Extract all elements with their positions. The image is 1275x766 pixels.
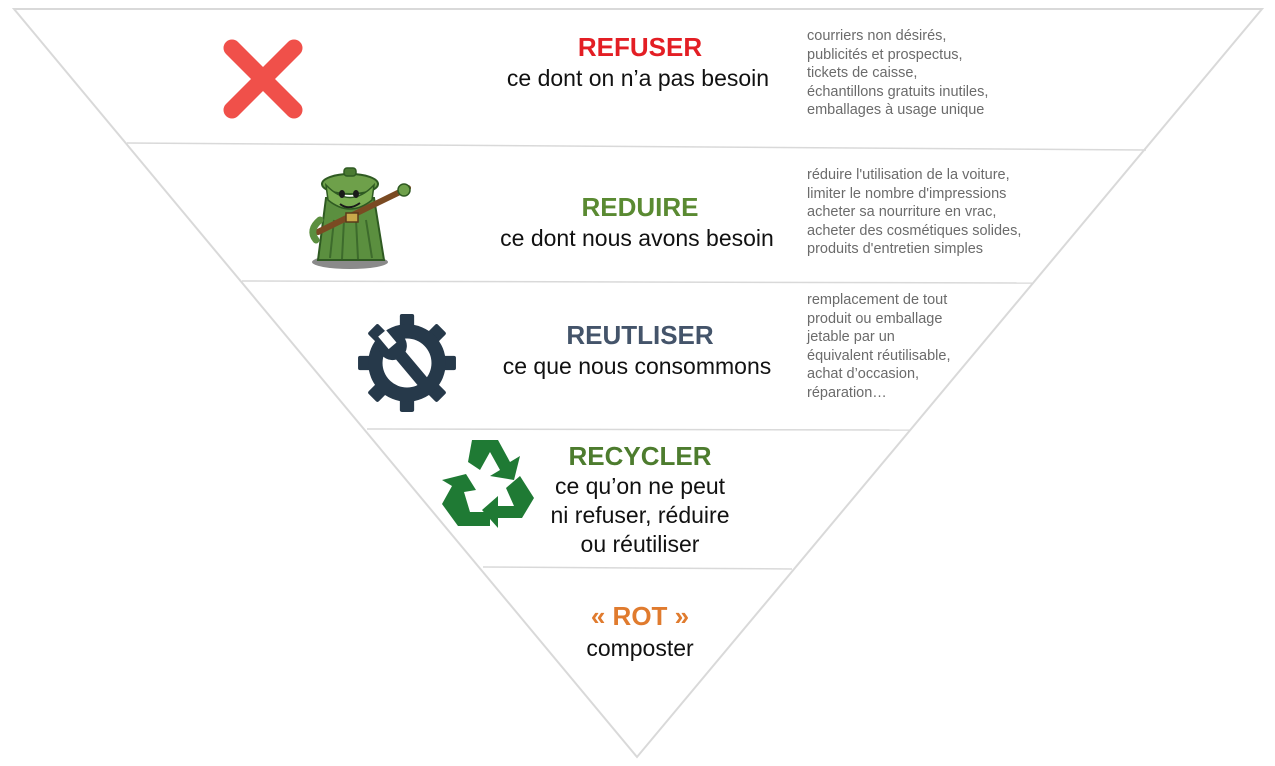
tier-reutiliser-subtitle: ce que nous consommons — [470, 352, 804, 381]
tier-reutiliser-examples: remplacement de tout produit ou emballage… — [807, 291, 950, 402]
tier-example-line: emballages à usage unique — [807, 102, 985, 118]
tier-example-line: jetable par un — [807, 329, 895, 345]
tier-subtitle-line: ce dont nous avons besoin — [500, 225, 774, 251]
tier-title-text: REUTLISER — [566, 320, 714, 350]
trash-can-mascot-icon — [309, 167, 411, 269]
tier-divider-1 — [126, 142, 1147, 151]
tier-recycler-title: RECYCLER — [490, 441, 790, 471]
tier-subtitle-line: ce dont on n’a pas besoin — [506, 65, 770, 91]
tier-subtitle-line: ou réutiliser — [580, 531, 700, 557]
red-cross-icon — [223, 39, 303, 119]
pyramid-outline — [11, 8, 1265, 759]
tier-reduire-subtitle: ce dont nous avons besoin — [470, 224, 804, 253]
tier-example-line: réduire l'utilisation de la voiture, — [807, 167, 1010, 183]
tier-example-line: courriers non désirés, — [807, 28, 947, 44]
tier-refuser-examples: courriers non désirés, publicités et pros… — [807, 27, 988, 120]
tier-example-line: équivalent réutilisable, — [807, 347, 951, 364]
tier-example-line: réparation… — [807, 384, 887, 401]
recycle-icon — [442, 440, 534, 528]
tier-example-line: remplacement de tout — [807, 292, 948, 308]
tier-recycler-subtitle: ce qu’on ne peut ni refuser, réduire ou ré… — [490, 472, 790, 559]
tier-subtitle-line: composter — [586, 635, 694, 661]
tier-rot-title: « ROT » — [490, 601, 790, 631]
tier-example-line: publicités et prospectus, — [807, 46, 963, 63]
tier-reduire-examples: réduire l'utilisation de la voiture, limi… — [807, 166, 1021, 259]
tier-example-line: limiter le nombre d'impressions — [807, 185, 1007, 202]
tier-title-text: « ROT » — [590, 601, 690, 631]
tier-example-line: achat d’occasion, — [807, 366, 920, 382]
tier-reduire-title: REDUIRE — [490, 192, 790, 222]
tier-subtitle-line: ce que nous consommons — [502, 353, 772, 379]
tier-refuser-subtitle: ce dont on n’a pas besoin — [478, 64, 798, 93]
tier-refuser-title: REFUSER — [490, 32, 790, 62]
tier-divider-3 — [366, 428, 911, 431]
tier-subtitle-line: ni refuser, réduire — [550, 502, 730, 528]
tier-title-text: RECYCLER — [568, 441, 712, 471]
tier-example-line: produits d'entretien simples — [807, 241, 984, 257]
tier-example-line: acheter sa nourriture en vrac, — [807, 204, 997, 220]
tier-example-line: acheter des cosmétiques solides, — [807, 222, 1022, 239]
tier-divider-2 — [241, 280, 1033, 284]
tier-example-line: tickets de caisse, — [807, 65, 918, 81]
tier-subtitle-line: ce qu’on ne peut — [554, 473, 726, 499]
tier-title-text: REDUIRE — [581, 192, 699, 222]
tier-rot-subtitle: composter — [490, 634, 790, 663]
tier-example-line: produit ou emballage — [807, 310, 943, 327]
tier-divider-4 — [482, 566, 793, 570]
tier-title-text: REFUSER — [577, 32, 703, 62]
gear-wrench-icon — [358, 314, 456, 412]
tier-reutiliser-title: REUTLISER — [490, 320, 790, 350]
tier-example-line: échantillons gratuits inutiles, — [807, 83, 989, 100]
